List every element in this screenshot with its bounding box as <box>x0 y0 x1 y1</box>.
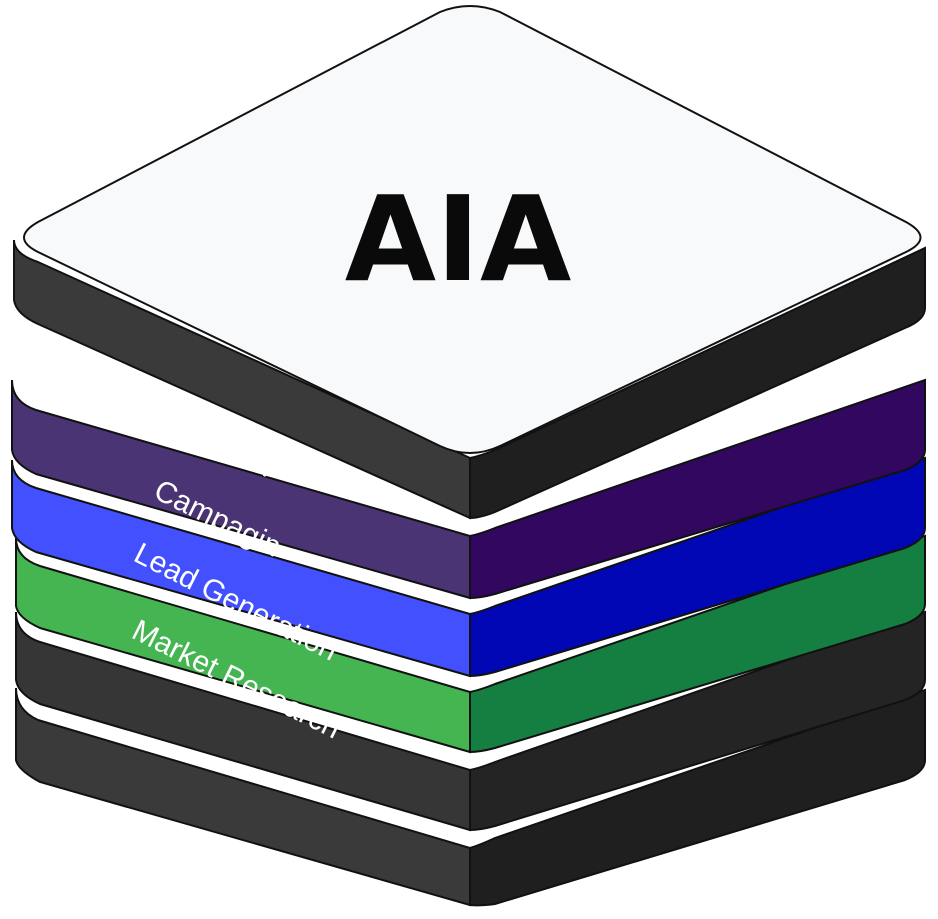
top-face <box>23 5 922 454</box>
layer-right-face <box>469 378 926 600</box>
layer-right-face <box>469 610 926 832</box>
base-slab <box>15 687 926 907</box>
layer-market-research <box>15 610 926 832</box>
base-slab-right <box>469 688 926 907</box>
diagram-title: AIA <box>345 170 572 308</box>
top-slab-right <box>469 246 926 520</box>
layer-right-face <box>469 456 926 678</box>
layer-outreach <box>11 378 926 600</box>
top-slab: AIA <box>13 5 926 520</box>
layer-right-face <box>469 534 926 754</box>
layer-campaign <box>11 456 926 678</box>
layer-lead-generation <box>15 534 926 754</box>
